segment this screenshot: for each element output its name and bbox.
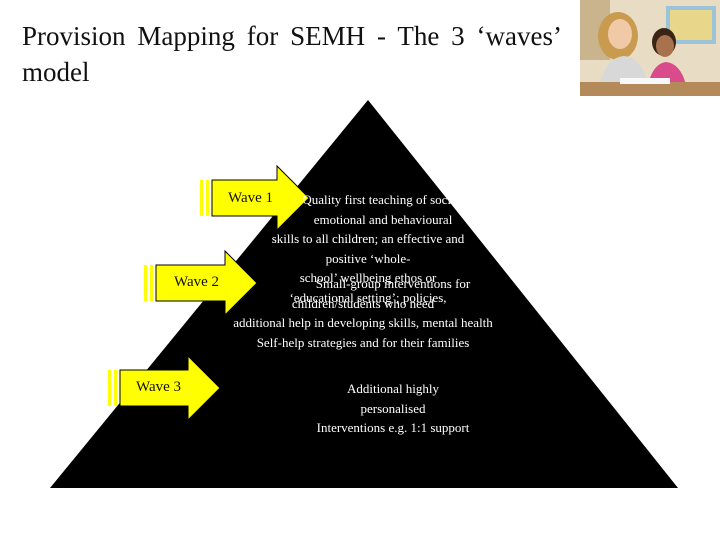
wave-2-line: Small-group interventions for [196, 274, 530, 294]
wave-1-line: personalised [212, 399, 574, 419]
wave-2-line: children/students who need [196, 294, 530, 314]
wave-3-line: Quality first teaching of social, emotio… [268, 190, 468, 229]
wave-1-description: Additional highly personalised Intervent… [212, 379, 574, 438]
wave-1-line: Additional highly [212, 379, 574, 399]
wave-3-label: Wave 1 [228, 190, 273, 207]
wave-3-line: skills to all children; an effective and… [268, 229, 468, 268]
wave-1-label: Wave 3 [136, 379, 181, 396]
wave-1-line: Interventions e.g. 1:1 support [212, 418, 574, 438]
wave-2-line: Self-help strategies and for their famil… [196, 333, 530, 353]
wave-2-line: additional help in developing skills, me… [196, 313, 530, 333]
wave-2-description: Small-group interventions for children/s… [196, 274, 530, 352]
